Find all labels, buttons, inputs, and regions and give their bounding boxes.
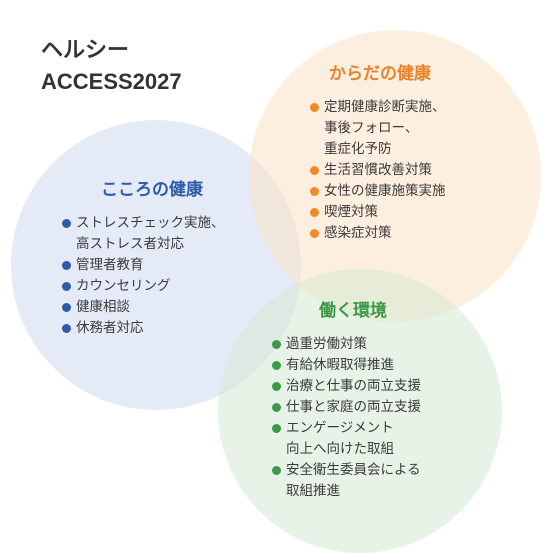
list-item: 治療と仕事の両立支援: [271, 376, 421, 397]
title-line-2: ACCESS2027: [41, 69, 182, 94]
bullet-icon: [272, 340, 281, 349]
mind-health-heading: こころの健康: [101, 180, 203, 200]
diagram-title: ヘルシー ACCESS2027: [41, 34, 182, 98]
bullet-icon: [272, 382, 281, 391]
bullet-icon: [272, 424, 281, 433]
bullet-icon: [272, 361, 281, 370]
list-item: エンゲージメント 向上へ向けた取組: [271, 418, 421, 460]
mind-health-list: ストレスチェック実施、 高ストレス者対応 管理者教育 カウンセリング 健康相談 …: [61, 213, 225, 339]
list-item: 感染症対策: [309, 223, 446, 244]
bullet-icon: [62, 282, 71, 291]
bullet-icon: [62, 219, 71, 228]
body-health-heading: からだの健康: [329, 64, 431, 84]
work-environment-list: 過重労働対策 有給休暇取得推進 治療と仕事の両立支援 仕事と家庭の両立支援 エン…: [271, 334, 421, 502]
bullet-icon: [310, 229, 319, 238]
list-item: 有給休暇取得推進: [271, 355, 421, 376]
list-item: 休務者対応: [61, 318, 225, 339]
title-line-1: ヘルシー: [41, 37, 130, 62]
bullet-icon: [272, 466, 281, 475]
body-health-list: 定期健康診断実施、 事後フォロー、 重症化予防 生活習慣改善対策 女性の健康施策…: [309, 97, 446, 244]
work-environment-heading: 働く環境: [319, 301, 387, 321]
list-item: 過重労働対策: [271, 334, 421, 355]
list-item: 管理者教育: [61, 255, 225, 276]
list-item: 安全衛生委員会による 取組推進: [271, 460, 421, 502]
bullet-icon: [272, 403, 281, 412]
list-item: 生活習慣改善対策: [309, 160, 446, 181]
list-item: 仕事と家庭の両立支援: [271, 397, 421, 418]
list-item: 女性の健康施策実施: [309, 181, 446, 202]
bullet-icon: [310, 166, 319, 175]
list-item: カウンセリング: [61, 276, 225, 297]
bullet-icon: [62, 261, 71, 270]
bullet-icon: [310, 103, 319, 112]
bullet-icon: [62, 324, 71, 333]
work-environment-circle: [218, 269, 502, 553]
list-item: 健康相談: [61, 297, 225, 318]
bullet-icon: [310, 208, 319, 217]
list-item: ストレスチェック実施、 高ストレス者対応: [61, 213, 225, 255]
list-item: 定期健康診断実施、 事後フォロー、 重症化予防: [309, 97, 446, 160]
bullet-icon: [310, 187, 319, 196]
bullet-icon: [62, 303, 71, 312]
list-item: 喫煙対策: [309, 202, 446, 223]
